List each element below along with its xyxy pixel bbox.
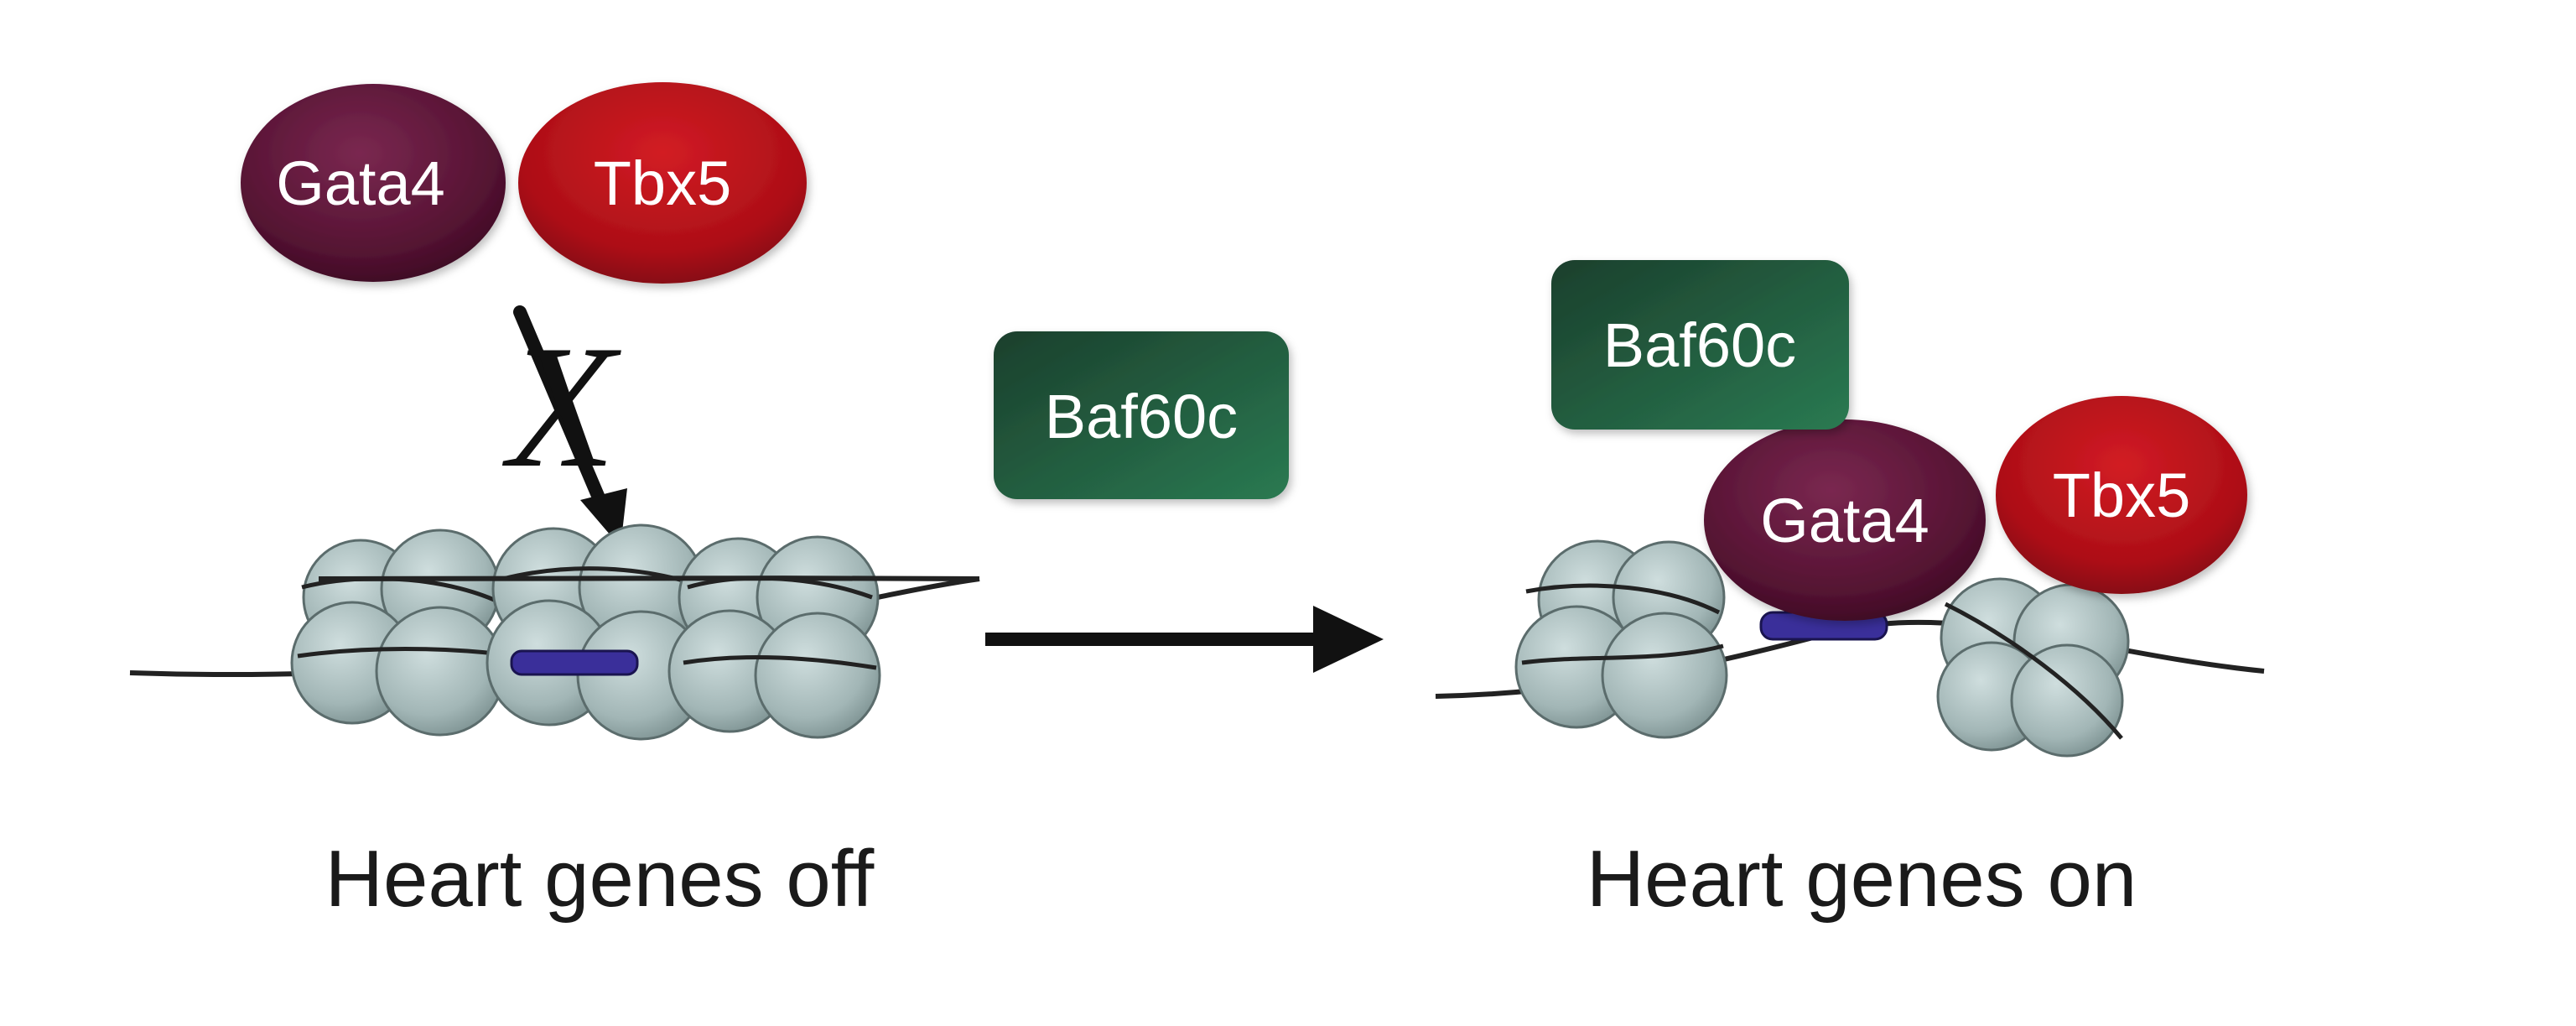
gata4-protein: Gata4: [1704, 419, 1986, 621]
bound-gata4-tbx5-complex: Tbx5 Gata4 Baf60c: [1551, 260, 2247, 621]
nucleosome-icon: [667, 535, 881, 739]
baf60c-label: Baf60c: [1603, 310, 1796, 380]
nucleosome-icon: [486, 523, 707, 741]
blocked-x-mark: X: [502, 310, 622, 504]
gata4-protein: Gata4: [241, 84, 506, 282]
blocked-binding-arrow: X: [502, 305, 627, 547]
tbx5-label: Tbx5: [594, 148, 732, 218]
baf60c-protein-free: Baf60c: [994, 331, 1289, 499]
nucleosome-icon: [1936, 577, 2130, 758]
left-panel: Gata4 Tbx5 X: [129, 82, 980, 924]
gata4-tbx5-complex: Gata4 Tbx5: [241, 82, 807, 284]
baf60c-label: Baf60c: [1045, 382, 1238, 451]
tbx5-label: Tbx5: [2053, 461, 2191, 530]
right-caption: Heart genes on: [1587, 834, 2137, 924]
tbx5-protein: Tbx5: [1996, 396, 2247, 594]
nucleosome-icon: [1514, 539, 1728, 739]
dna-strand: [318, 575, 980, 581]
target-gene-region: [510, 649, 639, 676]
gata4-label: Gata4: [1760, 486, 1929, 555]
right-arrow-icon: [985, 606, 1384, 673]
right-panel: Tbx5 Gata4 Baf60c Heart genes on: [1435, 260, 2265, 924]
left-caption: Heart genes off: [325, 834, 875, 924]
gata4-label: Gata4: [276, 148, 445, 218]
middle-section: Baf60c: [985, 331, 1384, 673]
nucleosome-icon: [290, 529, 506, 737]
baf60c-protein-bound: Baf60c: [1551, 260, 1849, 430]
tbx5-protein: Tbx5: [518, 82, 807, 284]
